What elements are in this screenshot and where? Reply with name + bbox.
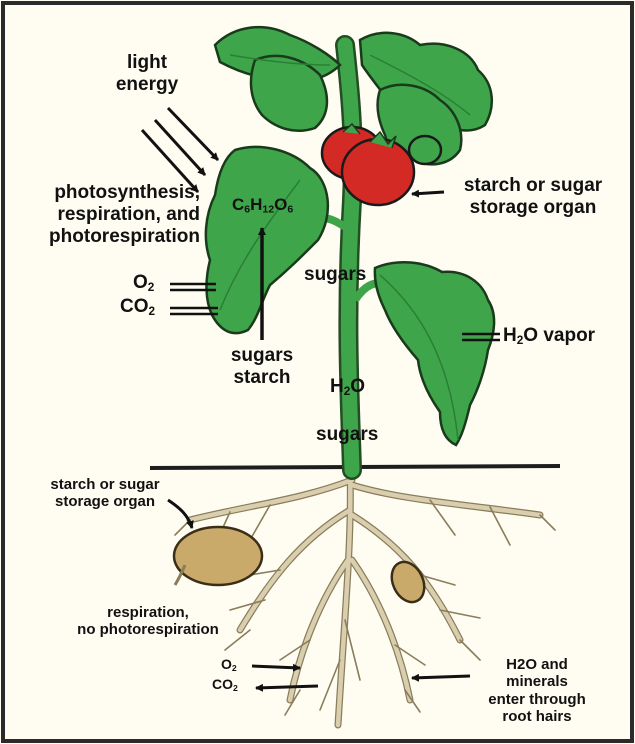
h2o-stem-label: H2O <box>330 376 365 398</box>
co2-root-arrow <box>256 686 318 688</box>
right-leaf <box>375 262 494 445</box>
sugars-stem-upper-label: sugars <box>304 264 366 286</box>
glucose-formula: C6H12O6 <box>232 195 293 216</box>
tuber-storage-label: starch or sugar storage organ <box>30 476 180 511</box>
o2-root-label: O2 <box>221 656 237 673</box>
co2-root-label: CO2 <box>212 676 238 693</box>
left-leaf <box>206 147 328 333</box>
co2-leaf-label: CO2 <box>120 296 155 318</box>
light-energy-label: light energy <box>92 52 202 96</box>
photosynthesis-label: photosynthesis, respiration, and photore… <box>10 182 200 248</box>
root-hairs-label: H2O and minerals enter through root hair… <box>472 656 602 725</box>
stem <box>345 45 353 470</box>
o2-root-arrow <box>252 666 300 668</box>
tuber-large <box>174 527 262 585</box>
tuber-small <box>386 557 431 608</box>
o2-leaf-label: O2 <box>133 272 154 294</box>
light-energy-arrows <box>142 108 218 192</box>
root-hairs-arrow <box>412 676 470 678</box>
fruit-storage-label: starch or sugar storage organ <box>438 175 628 219</box>
h2o-vapor-label: H2O vapor <box>503 325 595 347</box>
sugars-starch-label: sugars starch <box>212 345 312 389</box>
respiration-label: respiration, no photorespiration <box>60 604 236 639</box>
sugars-stem-lower-label: sugars <box>316 424 378 446</box>
